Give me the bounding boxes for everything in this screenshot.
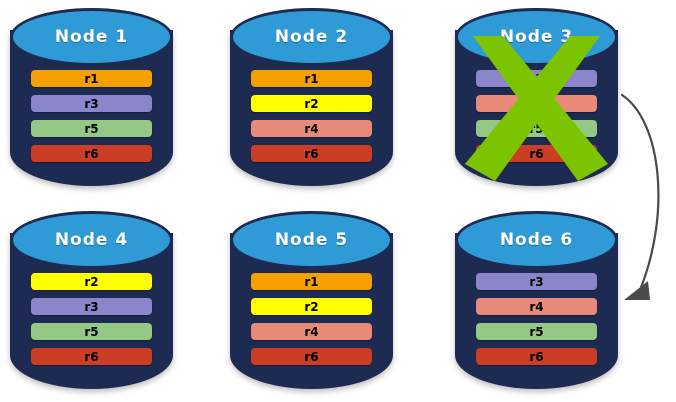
- cylinder-top: [10, 8, 173, 66]
- replica-bar[interactable]: r1: [251, 273, 372, 290]
- replica-bar[interactable]: r6: [476, 348, 597, 365]
- cylinder-top: [230, 211, 393, 269]
- node-card-node-6[interactable]: Node 6 r3 r4 r5 r6: [455, 211, 618, 389]
- node-card-node-5[interactable]: Node 5 r1 r2 r4 r6: [230, 211, 393, 389]
- replica-stack: r1 r3 r5 r6: [31, 70, 152, 170]
- replica-bar[interactable]: r4: [476, 95, 597, 112]
- replica-bar[interactable]: r5: [476, 120, 597, 137]
- replica-bar[interactable]: r6: [251, 348, 372, 365]
- cylinder-top: [230, 8, 393, 66]
- replica-bar[interactable]: r3: [31, 298, 152, 315]
- replica-bar[interactable]: r6: [476, 145, 597, 162]
- replica-bar[interactable]: r5: [31, 120, 152, 137]
- node-card-node-4[interactable]: Node 4 r2 r3 r5 r6: [10, 211, 173, 389]
- replica-bar[interactable]: r2: [251, 298, 372, 315]
- replica-bar[interactable]: r3: [31, 95, 152, 112]
- replica-bar[interactable]: r2: [31, 273, 152, 290]
- replica-bar[interactable]: r3: [476, 273, 597, 290]
- replica-stack: r1 r2 r4 r6: [251, 70, 372, 170]
- replica-stack: r3 r4 r5 r6: [476, 273, 597, 373]
- node-card-node-3[interactable]: Node 3 r3 r4 r5 r6: [455, 8, 618, 186]
- replica-bar[interactable]: r6: [31, 348, 152, 365]
- replica-stack: r1 r2 r4 r6: [251, 273, 372, 373]
- replica-bar[interactable]: r4: [251, 323, 372, 340]
- node-card-node-2[interactable]: Node 2 r1 r2 r4 r6: [230, 8, 393, 186]
- replica-bar[interactable]: r1: [31, 70, 152, 87]
- cylinder-top: [455, 211, 618, 269]
- replica-bar[interactable]: r6: [31, 145, 152, 162]
- replica-bar[interactable]: r1: [251, 70, 372, 87]
- replica-bar[interactable]: r4: [476, 298, 597, 315]
- node-card-node-1[interactable]: Node 1 r1 r3 r5 r6: [10, 8, 173, 186]
- replica-bar[interactable]: r5: [31, 323, 152, 340]
- replica-stack: r3 r4 r5 r6: [476, 70, 597, 170]
- replica-bar[interactable]: r3: [476, 70, 597, 87]
- replica-bar[interactable]: r6: [251, 145, 372, 162]
- replica-stack: r2 r3 r5 r6: [31, 273, 152, 373]
- cylinder-top: [455, 8, 618, 66]
- cylinder-top: [10, 211, 173, 269]
- replica-bar[interactable]: r2: [251, 95, 372, 112]
- replica-bar[interactable]: r5: [476, 323, 597, 340]
- replica-bar[interactable]: r4: [251, 120, 372, 137]
